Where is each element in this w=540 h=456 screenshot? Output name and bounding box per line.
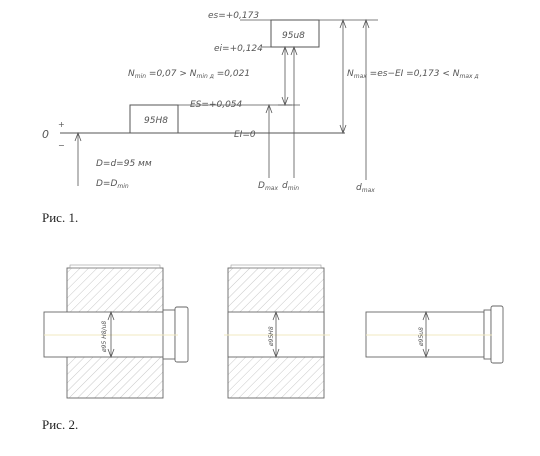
n-max-arrow-top <box>339 18 347 29</box>
assembly-dim-arrow-top <box>107 310 115 321</box>
hole-dim-arrow-bottom <box>272 348 280 359</box>
d-max-shaft-label: dmax <box>356 183 375 194</box>
hole-part-view: ø95H8 <box>224 264 330 399</box>
ES-label: ES=+0,054 <box>190 100 243 110</box>
zero-plus: + <box>58 120 65 129</box>
assembly-hub-chamfer <box>69 264 161 269</box>
shaft-dim-arrow-bottom <box>422 348 430 359</box>
assembly-dim-arrow-bottom <box>107 348 115 359</box>
hole-dim-arrow-top <box>272 310 280 321</box>
hole-part-chamfer <box>230 264 322 269</box>
zero-label: 0 <box>42 128 49 141</box>
d-nominal-label: D=d=95 мм <box>96 159 152 169</box>
d-max-hole-arrow <box>265 103 273 114</box>
assembly-view: ø95 H8/u8 <box>43 264 189 399</box>
n-max-formula: Nmax =es−EI =0,173 < Nmax д <box>347 69 479 80</box>
EI-label: EI=0 <box>234 130 256 140</box>
n-min-formula: Nmin =0,07 > Nmin д =0,021 <box>128 69 250 80</box>
d-min-shaft-label: dmin <box>282 181 299 192</box>
figure-2-assembly-drawings: ø95 H8/u8 ø95H8 ø95u8 <box>43 264 504 399</box>
assembly-dim-label: ø95 H8/u8 <box>101 321 108 353</box>
shaft-part-view: ø95u8 <box>365 305 504 364</box>
hole-field-label: 95H8 <box>144 116 168 126</box>
zero-minus: − <box>58 141 65 150</box>
figure-2-caption: Рис. 2. <box>42 417 79 432</box>
ei-label: ei=+0,124 <box>214 44 263 54</box>
es-label: es=+0,173 <box>208 11 259 21</box>
d-nominal-arrow <box>74 131 82 142</box>
d-min-hole-label: D=Dmin <box>96 179 129 190</box>
n-min-arrow-top <box>281 45 289 56</box>
d-max-shaft-arrow <box>362 18 370 29</box>
shaft-dim-label: ø95u8 <box>418 327 425 347</box>
hole-dim-label: ø95H8 <box>268 326 275 347</box>
hole-tolerance-field <box>129 104 179 134</box>
n-max-arrow-bottom <box>339 124 347 135</box>
shaft-field-label: 95u8 <box>282 31 305 41</box>
shaft-dim-arrow-top <box>422 310 430 321</box>
d-min-shaft-arrow <box>290 45 298 56</box>
shaft-part-end <box>490 305 504 364</box>
figure-1-caption: Рис. 1. <box>42 210 79 225</box>
d-max-hole-label: Dmax <box>258 181 278 192</box>
figure-1-tolerance-diagram: 0 + − 95H8 95u8 es=+0,173 ei=+0,124 ES=+… <box>42 11 479 194</box>
